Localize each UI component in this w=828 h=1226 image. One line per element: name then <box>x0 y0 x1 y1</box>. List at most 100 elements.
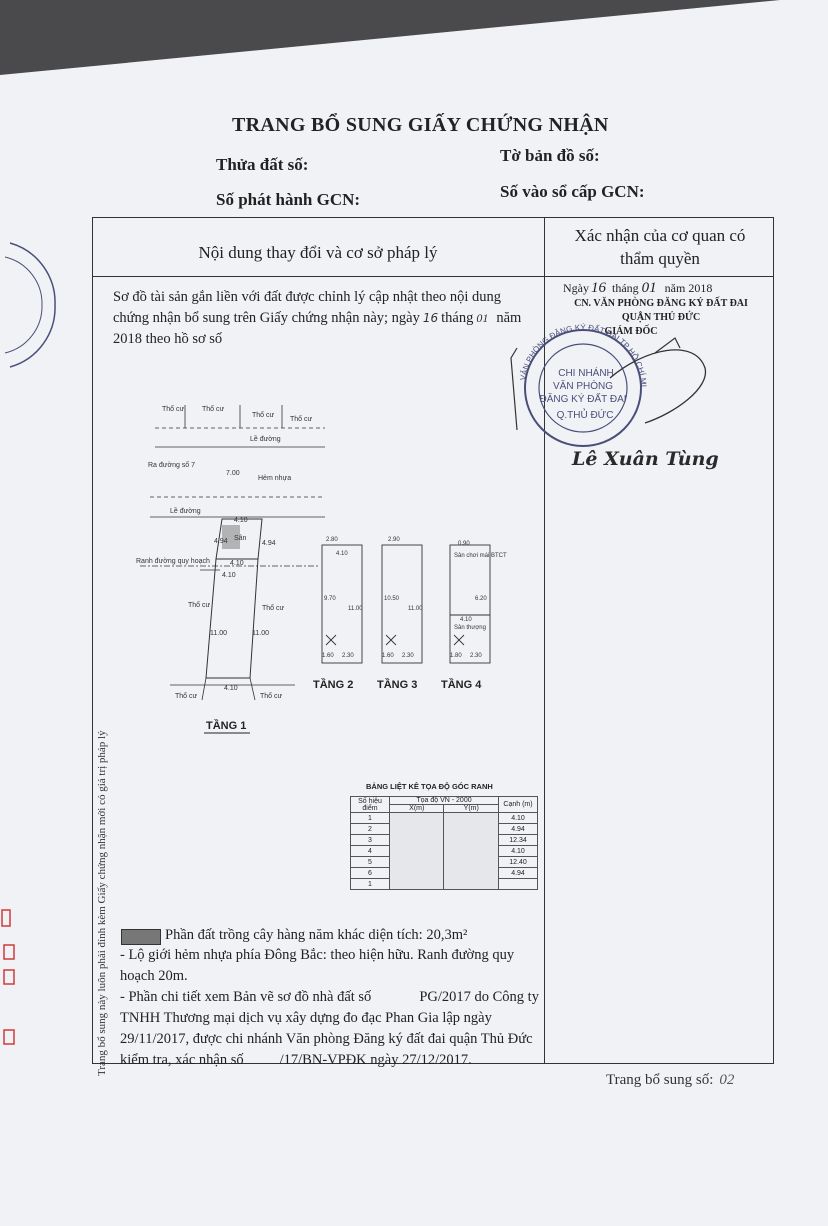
coord-table-title: BẢNG LIỆT KÊ TỌA ĐỘ GÓC RANH <box>366 782 493 791</box>
alley-label: Hẻm nhựa <box>258 475 291 482</box>
f2-dim-len2: 11.00 <box>348 606 363 612</box>
f3-dim-top: 2.90 <box>388 537 400 543</box>
confirm-date-day-word: Ngày <box>563 281 589 295</box>
f4-terrace-label: Sân chơi mái BTCT <box>454 553 507 559</box>
document-title: TRANG BỔ SUNG GIẤY CHỨNG NHẬN <box>232 114 609 136</box>
supplement-page-label: Trang bổ sung số: 02 <box>606 1072 734 1089</box>
confirm-date-month-word: tháng <box>612 281 639 295</box>
floor-4-label: TẦNG 4 <box>441 678 482 691</box>
dim-mid-width: 4.10 <box>230 560 244 567</box>
coord-edge: 12.34 <box>498 834 538 846</box>
supplement-page-text: Trang bổ sung số: <box>606 1072 714 1088</box>
parcel-number-label: Thửa đất số: <box>216 155 309 174</box>
confirm-day: 16 <box>591 280 606 296</box>
coord-header-edge: Cạnh (m) <box>498 796 538 813</box>
left-partial-stamp <box>4 242 56 368</box>
body-year-word: năm <box>496 310 522 326</box>
note-detail-ref: PG/2017 do Công ty <box>419 989 539 1005</box>
supplement-page-number: 02 <box>719 1072 735 1088</box>
coord-edge <box>498 878 538 890</box>
official-stamp: VĂN PHÒNG ĐĂNG KÝ ĐẤT ĐAI TP HỒ CHÍ MINH… <box>505 318 706 447</box>
coord-point: 1 <box>350 812 390 824</box>
coord-edge: 4.10 <box>498 812 538 824</box>
f3-dim-len2: 11.00 <box>408 606 423 612</box>
f4-terrace2-label: Sân thượng <box>454 625 486 631</box>
dim-house-width: 4.10 <box>222 572 236 579</box>
road-label-top: Lề đường <box>250 434 281 443</box>
coord-edge: 4.94 <box>498 823 538 835</box>
note-detail-line3: 29/11/2017, được chi nhánh Văn phòng Đăn… <box>120 1031 533 1047</box>
column-divider <box>544 217 545 1064</box>
floor-3-label: TẦNG 3 <box>377 678 417 691</box>
coord-header-x: X(m) <box>388 804 445 813</box>
content-frame <box>92 217 774 1064</box>
body-month-word: tháng <box>441 310 474 326</box>
f2-dim-len: 9.70 <box>324 596 336 602</box>
coord-header-system: Tọa độ VN - 2000 <box>389 796 499 805</box>
neighbor-bottom-1: Thổ cư <box>175 692 198 700</box>
coord-header-point: Số hiệu điểm <box>350 796 390 813</box>
f3-dim-len: 10.50 <box>384 596 400 602</box>
stamp-center-line3: ĐĂNG KÝ ĐẤT ĐAI <box>539 392 626 405</box>
site-plan: Thổ cư Thổ cư Thổ cư Thổ cư Lề đường Ra … <box>136 405 507 734</box>
red-stamp-fragment <box>1 909 15 1045</box>
note-detail-confirm: kiểm tra, xác nhận số <box>120 1052 244 1068</box>
right-column-header-line2: thẩm quyền <box>620 249 700 268</box>
confirm-month: 01 <box>641 280 657 296</box>
signature-stroke-1 <box>510 347 518 431</box>
f4-dim-b: 1.80 <box>450 653 462 659</box>
f2-dim-b2: 2.30 <box>342 653 354 659</box>
map-sheet-label: Tờ bản đồ số: <box>500 146 600 165</box>
note-alley-line2: hoạch 20m. <box>120 968 188 984</box>
floor-1-label: TẦNG 1 <box>206 719 246 732</box>
f3-dim-b2: 2.30 <box>402 653 414 659</box>
body-line-2-text: chứng nhận bổ sung trên Giấy chứng nhận … <box>113 310 420 326</box>
f4-dim-width: 4.10 <box>460 617 472 623</box>
f3-dim-b: 1.60 <box>382 653 394 659</box>
dim-bottom-width: 4.10 <box>224 685 238 692</box>
coord-point: 5 <box>350 856 390 868</box>
coord-point: 6 <box>350 867 390 879</box>
neighbor-top-2: Thổ cư <box>202 405 225 413</box>
coord-header-y: Y(m) <box>443 804 499 813</box>
f4-dim-len: 6.20 <box>475 596 487 602</box>
register-number-label: Số vào sổ cấp GCN: <box>500 182 645 201</box>
signer-name: Lê Xuân Tùng <box>572 448 719 470</box>
dim-left-length: 11.00 <box>210 630 227 637</box>
body-line-2: chứng nhận bổ sung trên Giấy chứng nhận … <box>113 308 521 329</box>
confirm-date-year: năm 2018 <box>664 281 713 295</box>
note-detail-text: - Phần chi tiết xem Bản vẽ sơ đồ nhà đất… <box>120 989 372 1005</box>
dim-right-length: 11.00 <box>252 630 269 637</box>
right-column-header-line1: Xác nhận của cơ quan có <box>574 226 746 245</box>
body-line-1: Sơ đồ tài sản gắn liền với đất được chỉn… <box>113 289 502 305</box>
planning-line-label: Ranh đường quy hoạch <box>136 558 210 565</box>
f2-dim-b: 1.60 <box>322 653 334 659</box>
road-direction-label: Ra đường số 7 <box>148 460 195 469</box>
note-detail-line1: - Phần chi tiết xem Bản vẽ sơ đồ nhà đất… <box>120 987 539 1008</box>
office-name-line2: QUẬN THỦ ĐỨC <box>621 312 701 323</box>
coord-edge: 4.10 <box>498 845 538 857</box>
coord-point: 3 <box>350 834 390 846</box>
stamp-center-line2: VĂN PHÒNG <box>553 379 613 392</box>
coord-point: 1 <box>350 878 390 890</box>
neighbor-bottom-2: Thổ cư <box>260 692 283 700</box>
coord-point: 4 <box>350 845 390 857</box>
neighbor-top-1: Thổ cư <box>162 405 185 413</box>
dim-top-width: 4.10 <box>234 517 248 524</box>
body-month: 01 <box>476 311 489 325</box>
note-detail-line4: kiểm tra, xác nhận số/17/BN-VPĐK ngày 27… <box>120 1050 472 1071</box>
stamp-center-line4: Q.THỦ ĐỨC <box>557 408 614 421</box>
floor-2-label: TẦNG 2 <box>313 678 353 691</box>
dim-right-yard: 4.94 <box>262 540 276 547</box>
dim-alley-width: 7.00 <box>226 470 240 477</box>
coord-edge: 4.94 <box>498 867 538 879</box>
note-detail-number: /17/BN-VPĐK ngày 27/12/2017. <box>279 1052 472 1068</box>
coord-table: Số hiệu điểm Tọa độ VN - 2000 Cạnh (m) X… <box>350 796 538 890</box>
neighbor-left: Thổ cư <box>188 601 211 609</box>
signature-stroke-3 <box>654 337 681 354</box>
road-label-mid: Lề đường <box>170 506 201 515</box>
office-name-line1: CN. VĂN PHÒNG ĐĂNG KÝ ĐẤT ĐAI <box>574 298 748 309</box>
note-area: Phần đất trồng cây hàng năm khác diện tí… <box>165 927 468 943</box>
